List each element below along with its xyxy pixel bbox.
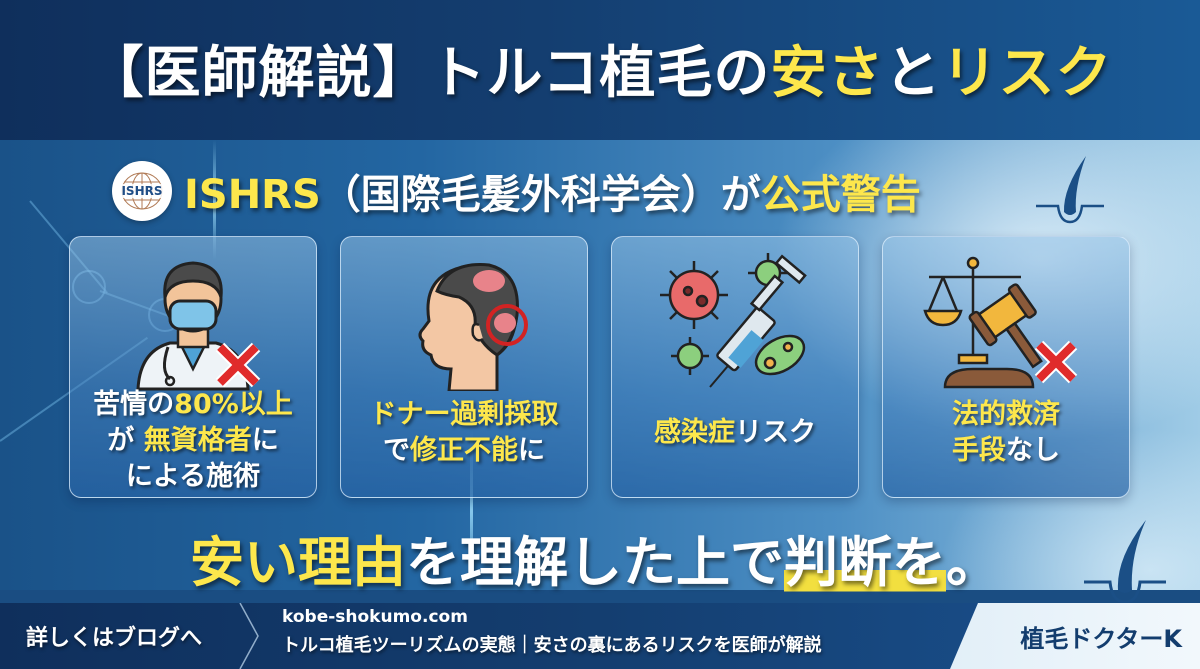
ishrs-logo: ISHRS	[112, 161, 172, 221]
conclusion-middle: を理解した上で	[406, 531, 784, 594]
subtitle-row: ISHRS ISHRS（国際毛髪外科学会）が公式警告	[112, 156, 921, 226]
blog-cta[interactable]: 詳しくはブログへ	[26, 626, 203, 651]
risk-card-donor-overharvest: ドナー過剰採取 で修正不能に	[340, 236, 588, 498]
subtitle-connector: が	[720, 172, 761, 218]
risk-card-infection: 感染症リスク	[611, 236, 859, 498]
infection-syringe-virus-icon	[660, 253, 807, 388]
card-text: 苦情の80%以上 が 無資格者に による施術	[93, 389, 293, 492]
risk-card-unqualified: 苦情の80%以上 が 無資格者に による施術	[69, 236, 317, 498]
card-text: 法的救済 手段なし	[952, 399, 1060, 466]
blog-url-link[interactable]: kobe-shokumo.com	[282, 607, 468, 627]
legal-scale-gavel-icon	[923, 256, 1078, 389]
chevron-right-icon	[239, 603, 259, 669]
page-title: 【医師解説】トルコ植毛の安さとリスク	[0, 28, 1200, 109]
blog-article-title: トルコ植毛ツーリズムの実態｜安さの裏にあるリスクを医師が解説	[282, 635, 822, 656]
title-prefix: 【医師解説】トルコ植毛の	[87, 41, 771, 106]
light-streak-decoration	[213, 140, 216, 260]
footer-bar: 詳しくはブログへ kobe-shokumo.com トルコ植毛ツーリズムの実態｜…	[0, 603, 1200, 669]
official-warning: 公式警告	[760, 172, 921, 218]
red-x-icon	[215, 342, 261, 388]
subtitle: ISHRS（国際毛髪外科学会）が公式警告	[184, 162, 921, 220]
conclusion-end: 。	[946, 531, 1000, 594]
conclusion-highlight: 安い理由	[190, 531, 406, 594]
unqualified-doctor-icon	[136, 261, 261, 391]
title-highlight-safety: 安さ	[770, 41, 885, 106]
hair-follicle-logo-icon	[1084, 520, 1166, 604]
virus-red	[660, 261, 728, 329]
brand-panel	[950, 603, 1200, 669]
org-abbrev: ISHRS	[184, 172, 321, 218]
risk-card-no-legal-remedy: 法的救済 手段なし	[882, 236, 1130, 498]
conclusion-underlined: 判断を	[784, 531, 946, 594]
card-text: ドナー過剰採取 で修正不能に	[369, 399, 559, 466]
light-streak-decoration	[470, 430, 473, 590]
ishrs-logo-text: ISHRS	[120, 184, 164, 198]
bacteria-icon	[754, 334, 806, 376]
red-x-icon	[1034, 340, 1078, 384]
org-name: （国際毛髪外科学会）	[320, 172, 721, 218]
brand-name: 植毛ドクターK	[1020, 625, 1182, 653]
conclusion-message: 安い理由を理解した上で判断を。	[0, 518, 1200, 597]
title-highlight-risk: リスク	[941, 41, 1113, 106]
donor-overharvest-head-icon	[418, 263, 528, 391]
card-text: 感染症リスク	[654, 417, 816, 448]
hair-follicle-icon	[1036, 156, 1104, 224]
title-middle: と	[884, 41, 942, 106]
title-band: 【医師解説】トルコ植毛の安さとリスク	[0, 0, 1200, 140]
